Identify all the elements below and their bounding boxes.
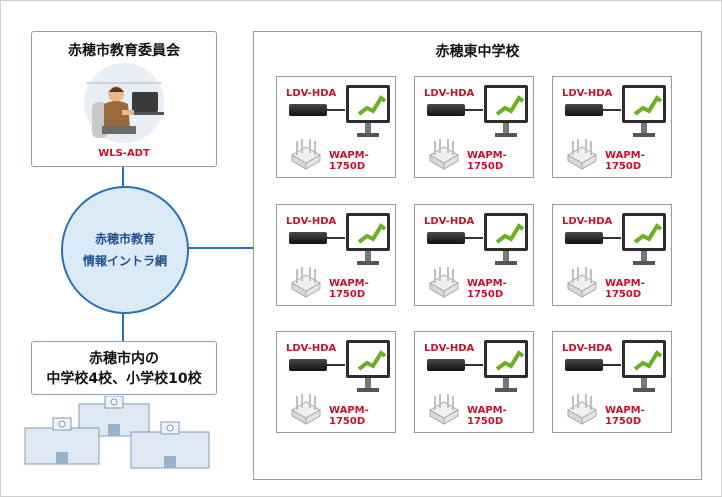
access-point-icon — [566, 139, 598, 170]
ldv-hda-label: LDV-HDA — [562, 216, 613, 227]
display-monitor-icon — [484, 85, 528, 137]
school-buildings-illustration — [24, 396, 210, 469]
wapm-1750d-label: WAPM-1750D — [329, 278, 369, 300]
ldv-hda-label: LDV-HDA — [286, 88, 337, 99]
network-line2: 情報イントラ網 — [82, 254, 167, 268]
ldv-hda-device-icon — [565, 232, 603, 244]
display-monitor-icon — [484, 213, 528, 265]
access-point-icon — [290, 139, 322, 170]
display-monitor-icon — [346, 340, 390, 392]
hdmi-cable — [603, 364, 621, 366]
ldv-hda-device-icon — [427, 232, 465, 244]
display-monitor-icon — [622, 213, 666, 265]
ldv-hda-device-icon — [289, 232, 327, 244]
wapm-1750d-label: WAPM-1750D — [329, 150, 369, 172]
hdmi-cable — [327, 364, 345, 366]
network-line1: 赤穂市教育 — [94, 232, 155, 246]
ldv-hda-label: LDV-HDA — [424, 216, 475, 227]
access-point-icon — [428, 139, 460, 170]
ldv-hda-label: LDV-HDA — [424, 88, 475, 99]
display-monitor-icon — [622, 85, 666, 137]
classroom-box-7: LDV-HDA WAPM-1750D — [276, 331, 396, 433]
access-point-icon — [566, 394, 598, 425]
main-school-title: 赤穂東中学校 — [435, 44, 520, 60]
city-schools-box: 赤穂市内の 中学校4校、小学校10校 — [31, 341, 217, 395]
board-of-education-box: 赤穂市教育委員会 WLS-ADT — [31, 31, 217, 167]
access-point-icon — [428, 394, 460, 425]
hdmi-cable — [603, 237, 621, 239]
display-monitor-icon — [346, 85, 390, 137]
ldv-hda-device-icon — [289, 104, 327, 116]
access-point-icon — [566, 267, 598, 298]
wapm-1750d-label: WAPM-1750D — [329, 405, 369, 427]
school-building-icon — [78, 396, 150, 437]
hdmi-cable — [603, 109, 621, 111]
display-monitor-icon — [346, 213, 390, 265]
wapm-1750d-label: WAPM-1750D — [467, 405, 507, 427]
ldv-hda-device-icon — [565, 104, 603, 116]
ldv-hda-device-icon — [427, 104, 465, 116]
ldv-hda-device-icon — [289, 359, 327, 371]
access-point-icon — [428, 267, 460, 298]
ldv-hda-device-icon — [565, 359, 603, 371]
ldv-hda-label: LDV-HDA — [562, 88, 613, 99]
city-schools-line1: 赤穂市内の — [89, 351, 159, 367]
intranet-circle: 赤穂市教育 情報イントラ網 — [61, 186, 189, 314]
wapm-1750d-label: WAPM-1750D — [467, 278, 507, 300]
hdmi-cable — [327, 237, 345, 239]
classroom-box-4: LDV-HDA WAPM-1750D — [276, 204, 396, 306]
access-point-icon — [290, 267, 322, 298]
office-worker-illustration — [84, 63, 164, 143]
classroom-box-6: LDV-HDA WAPM-1750D — [552, 204, 672, 306]
display-monitor-icon — [622, 340, 666, 392]
wapm-1750d-label: WAPM-1750D — [605, 278, 645, 300]
ldv-hda-device-icon — [427, 359, 465, 371]
city-schools-line2: 中学校4校、小学校10校 — [46, 371, 202, 387]
ldv-hda-label: LDV-HDA — [286, 343, 337, 354]
hdmi-cable — [465, 237, 483, 239]
classroom-box-2: LDV-HDA WAPM-1750D — [414, 76, 534, 178]
ldv-hda-label: LDV-HDA — [286, 216, 337, 227]
display-monitor-icon — [484, 340, 528, 392]
ldv-hda-label: LDV-HDA — [562, 343, 613, 354]
hdmi-cable — [327, 109, 345, 111]
board-title: 赤穂市教育委員会 — [68, 43, 180, 59]
wapm-1750d-label: WAPM-1750D — [605, 405, 645, 427]
hdmi-cable — [465, 109, 483, 111]
classroom-box-5: LDV-HDA WAPM-1750D — [414, 204, 534, 306]
school-building-icon — [24, 417, 100, 465]
classroom-box-9: LDV-HDA WAPM-1750D — [552, 331, 672, 433]
classroom-box-8: LDV-HDA WAPM-1750D — [414, 331, 534, 433]
access-point-icon — [290, 394, 322, 425]
wls-adt-label: WLS-ADT — [98, 148, 150, 159]
wapm-1750d-label: WAPM-1750D — [605, 150, 645, 172]
hdmi-cable — [465, 364, 483, 366]
school-building-icon — [130, 421, 210, 469]
wapm-1750d-label: WAPM-1750D — [467, 150, 507, 172]
ldv-hda-label: LDV-HDA — [424, 343, 475, 354]
classroom-box-1: LDV-HDA WAPM-1750D — [276, 76, 396, 178]
classroom-box-3: LDV-HDA WAPM-1750D — [552, 76, 672, 178]
